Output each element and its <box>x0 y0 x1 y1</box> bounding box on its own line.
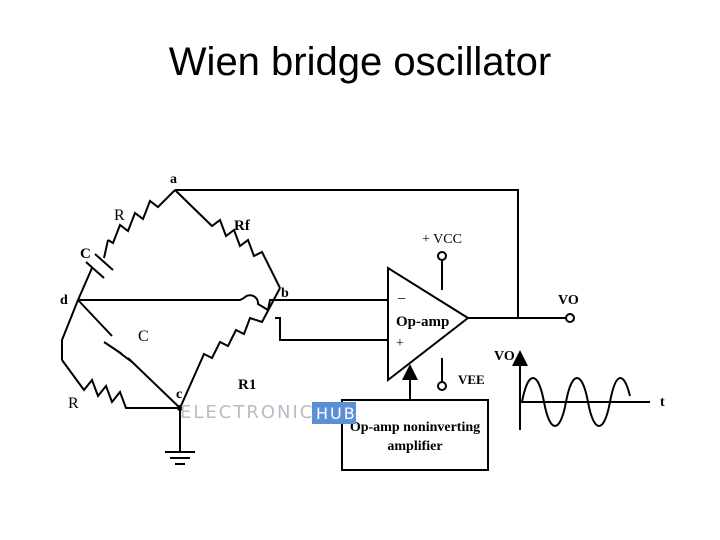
wire-to-d <box>77 267 93 301</box>
node-d-label: d <box>60 293 68 308</box>
feedback-wire <box>175 189 519 318</box>
node-c-label: c <box>176 387 182 402</box>
watermark-text: ELECTRONICS <box>180 402 328 423</box>
opamp-label: Op-amp <box>396 314 449 330</box>
amplifier-box-line1: Op-amp noninverting <box>350 420 480 435</box>
ground-symbol <box>165 451 195 465</box>
wire-d-lower <box>61 299 79 360</box>
node-c-dot <box>177 405 183 411</box>
capacitor-c-bottom <box>77 299 181 409</box>
wire-d-to-b <box>78 294 388 312</box>
vo-label: VO <box>558 293 579 308</box>
r-top-label: R <box>114 207 125 224</box>
page-title: Wien bridge oscillator <box>168 40 552 84</box>
vcc-label: + VCC <box>422 232 462 247</box>
vee-label: VEE <box>458 372 485 387</box>
opamp-minus-label: − <box>397 291 406 308</box>
sine-waveform <box>521 377 631 427</box>
c-top-label: C <box>80 246 91 262</box>
wire-plus-input <box>275 317 388 341</box>
r1-label: R1 <box>238 377 256 393</box>
capacitor-c-top <box>85 253 114 279</box>
wire-c-top <box>103 239 109 259</box>
vcc-terminal <box>437 251 447 261</box>
r-bottom-label: R <box>68 395 79 412</box>
node-b-label: b <box>281 286 289 301</box>
node-a-label: a <box>170 172 177 187</box>
rf-label: Rf <box>234 218 251 234</box>
electronicshub-watermark: ELECTRONICS HUB <box>180 402 357 424</box>
vee-terminal <box>437 381 447 391</box>
c-bottom-label: C <box>138 328 149 345</box>
waveform-x-label: t <box>660 395 665 410</box>
resistor-r1 <box>179 287 281 409</box>
resistor-r-bottom <box>61 359 180 409</box>
resistor-rf <box>174 189 281 289</box>
waveform-y-label: VO <box>494 349 515 364</box>
opamp-plus-label: + <box>396 336 404 351</box>
resistor-r-top <box>107 189 176 245</box>
opamp-triangle <box>387 266 470 383</box>
watermark-hub: HUB <box>316 404 357 423</box>
amplifier-box <box>341 399 489 471</box>
output-terminal <box>565 313 575 323</box>
amplifier-box-line2: amplifier <box>387 439 442 454</box>
